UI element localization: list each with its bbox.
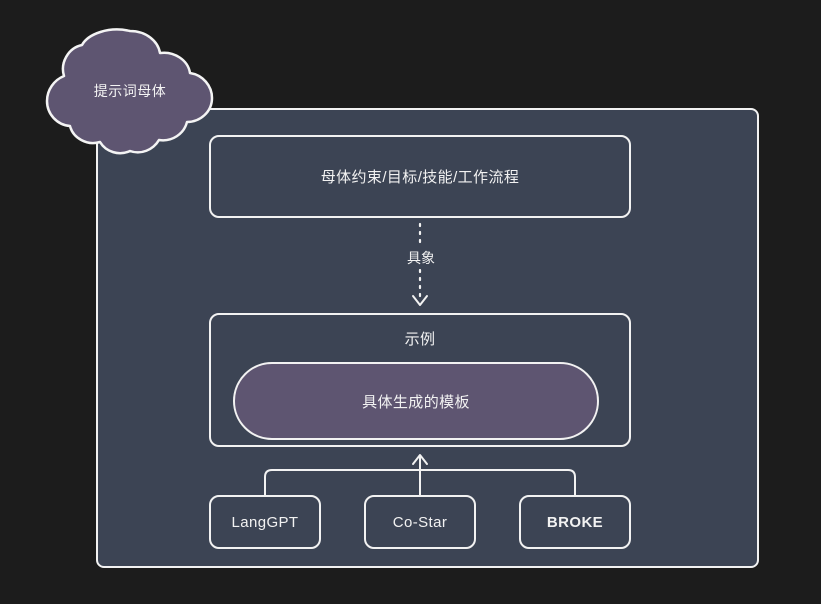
cloud-shape — [45, 28, 214, 155]
leaf-box-costar[interactable]: Co-Star — [364, 495, 476, 549]
constraints-box-label: 母体约束/目标/技能/工作流程 — [320, 169, 520, 186]
leaf-box-langgpt-label: LangGPT — [231, 513, 299, 531]
leaf-box-langgpt[interactable]: LangGPT — [209, 495, 321, 549]
leaf-box-broke-label: BROKE — [546, 513, 604, 531]
leaf-box-broke[interactable]: BROKE — [519, 495, 631, 549]
dotted-connector-group — [412, 222, 428, 306]
merge-connector-group — [264, 454, 576, 496]
example-box[interactable]: 示例 具体生成的模板 — [209, 313, 631, 447]
arrowhead-down-icon — [412, 295, 428, 306]
constraints-box[interactable]: 母体约束/目标/技能/工作流程 — [209, 135, 631, 218]
dotted-connector-label: 具象 — [393, 247, 449, 269]
template-pill[interactable]: 具体生成的模板 — [233, 362, 599, 440]
main-panel — [96, 108, 759, 568]
leaf-box-costar-label: Co-Star — [392, 513, 448, 531]
cloud-callout: 提示词母体 — [62, 31, 198, 151]
arrowhead-up-icon — [412, 454, 428, 465]
example-box-title: 示例 — [404, 331, 436, 348]
cloud-label: 提示词母体 — [93, 83, 167, 99]
template-pill-label: 具体生成的模板 — [362, 393, 470, 411]
